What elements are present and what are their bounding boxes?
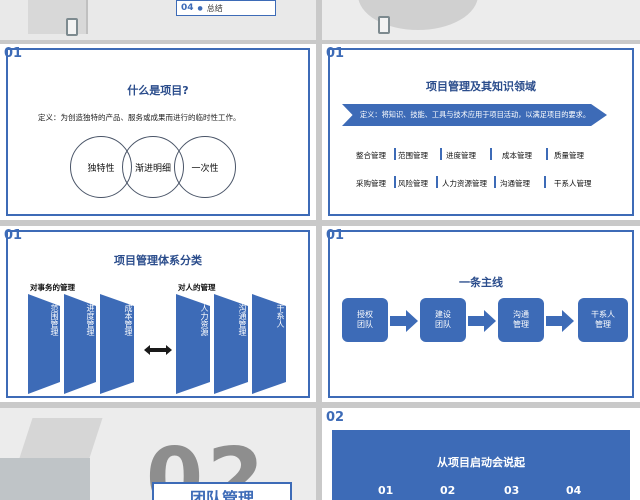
slide-title: 从项目启动会说起 (437, 456, 525, 469)
keyboard-decor (0, 458, 90, 500)
definition-text: 定义：为创造独特的产品、服务或成果而进行的临时性工作。 (38, 113, 241, 122)
dark-circle-decor (358, 0, 478, 30)
item-stakeholder: 干系人 (252, 294, 286, 394)
step-communication: 沟通管理 (498, 298, 544, 342)
slide-knowledge-areas[interactable]: 01 项目管理及其知识领域 定义：将知识、技能、工具与技术应用于项目活动，以满足… (322, 44, 640, 220)
separator (436, 176, 438, 188)
section-number: 01 (326, 228, 345, 243)
slide-what-is-project[interactable]: 01 什么是项目? 定义：为创造独特的产品、服务或成果而进行的临时性工作。 独特… (0, 44, 316, 220)
section-number: 01 (326, 46, 345, 61)
step-stakeholder: 干系人管理 (578, 298, 628, 342)
left-heading: 对事务的管理 (30, 283, 75, 292)
slide-frame (328, 48, 634, 216)
phone-icon (378, 16, 390, 34)
item-communication: 沟通管理 (214, 294, 248, 394)
agenda-item-num: 04 (181, 3, 194, 13)
slide-management-classification[interactable]: 01 项目管理体系分类 对事务的管理 对人的管理 范围管理 进度管理 成本管理 … (0, 226, 316, 402)
slide-kickoff-meeting[interactable]: 02 从项目启动会说起 01 02 03 04 (322, 408, 640, 500)
area-integration: 整合管理 (356, 151, 386, 160)
step-authorize-team: 授权团队 (342, 298, 388, 342)
tab-03[interactable]: 03 (504, 484, 520, 497)
slide-main-line[interactable]: 01 一条主线 授权团队 建设团队 沟通管理 干系人管理 (322, 226, 640, 402)
separator (440, 148, 442, 160)
slide-title: 一条主线 (459, 276, 503, 289)
tab-04[interactable]: 04 (566, 484, 582, 497)
section-number: 01 (4, 46, 23, 61)
item-hr: 人力资源 (176, 294, 210, 394)
slide-team-management[interactable]: 02 团队管理 (0, 408, 316, 500)
section-title-box: 团队管理 (152, 482, 292, 500)
laptop-image-decor (19, 418, 103, 458)
dot-icon: ● (197, 4, 203, 12)
slide-frame (6, 230, 310, 398)
circle-temporary: 一次性 (174, 136, 236, 198)
slide-partial-top-right[interactable] (322, 0, 640, 40)
area-stakeholder: 干系人管理 (554, 179, 592, 188)
step-build-team: 建设团队 (420, 298, 466, 342)
phone-icon (66, 18, 78, 36)
separator (394, 176, 396, 188)
separator (546, 148, 548, 160)
section-number: 01 (4, 228, 23, 243)
area-cost: 成本管理 (502, 151, 532, 160)
laptop-image-decor (28, 0, 88, 34)
item-schedule: 进度管理 (64, 294, 96, 394)
slide-frame (6, 48, 310, 216)
area-scope: 范围管理 (398, 151, 428, 160)
area-hr: 人力资源管理 (442, 179, 487, 188)
slide-title: 项目管理及其知识领域 (426, 80, 536, 93)
item-cost: 成本管理 (100, 294, 134, 394)
tab-01[interactable]: 01 (378, 484, 394, 497)
right-heading: 对人的管理 (178, 283, 216, 292)
separator (544, 176, 546, 188)
separator (494, 176, 496, 188)
flow-arrow-icon (546, 310, 574, 332)
area-communication: 沟通管理 (500, 179, 530, 188)
area-quality: 质量管理 (554, 151, 584, 160)
section-number: 02 (326, 410, 345, 425)
definition-banner: 定义：将知识、技能、工具与技术应用于项目活动，以满足项目的要求。 (342, 104, 607, 126)
separator (394, 148, 396, 160)
slide-title: 什么是项目? (127, 84, 189, 97)
slide-frame (328, 230, 634, 398)
blue-panel (332, 430, 630, 500)
agenda-item-text: 总结 (206, 3, 223, 13)
area-procurement: 采购管理 (356, 179, 386, 188)
double-arrow-icon (144, 340, 172, 355)
flow-arrow-icon (468, 310, 496, 332)
section-title: 团队管理 (189, 489, 254, 500)
item-scope: 范围管理 (28, 294, 60, 394)
agenda-item-label: 04 ● 总结 (176, 0, 276, 16)
flow-arrow-icon (390, 310, 418, 332)
area-risk: 风险管理 (398, 179, 428, 188)
slide-title: 项目管理体系分类 (114, 254, 202, 267)
slide-partial-top-left[interactable]: 04 ● 总结 (0, 0, 316, 40)
separator (490, 148, 492, 160)
area-schedule: 进度管理 (446, 151, 476, 160)
tab-02[interactable]: 02 (440, 484, 456, 497)
